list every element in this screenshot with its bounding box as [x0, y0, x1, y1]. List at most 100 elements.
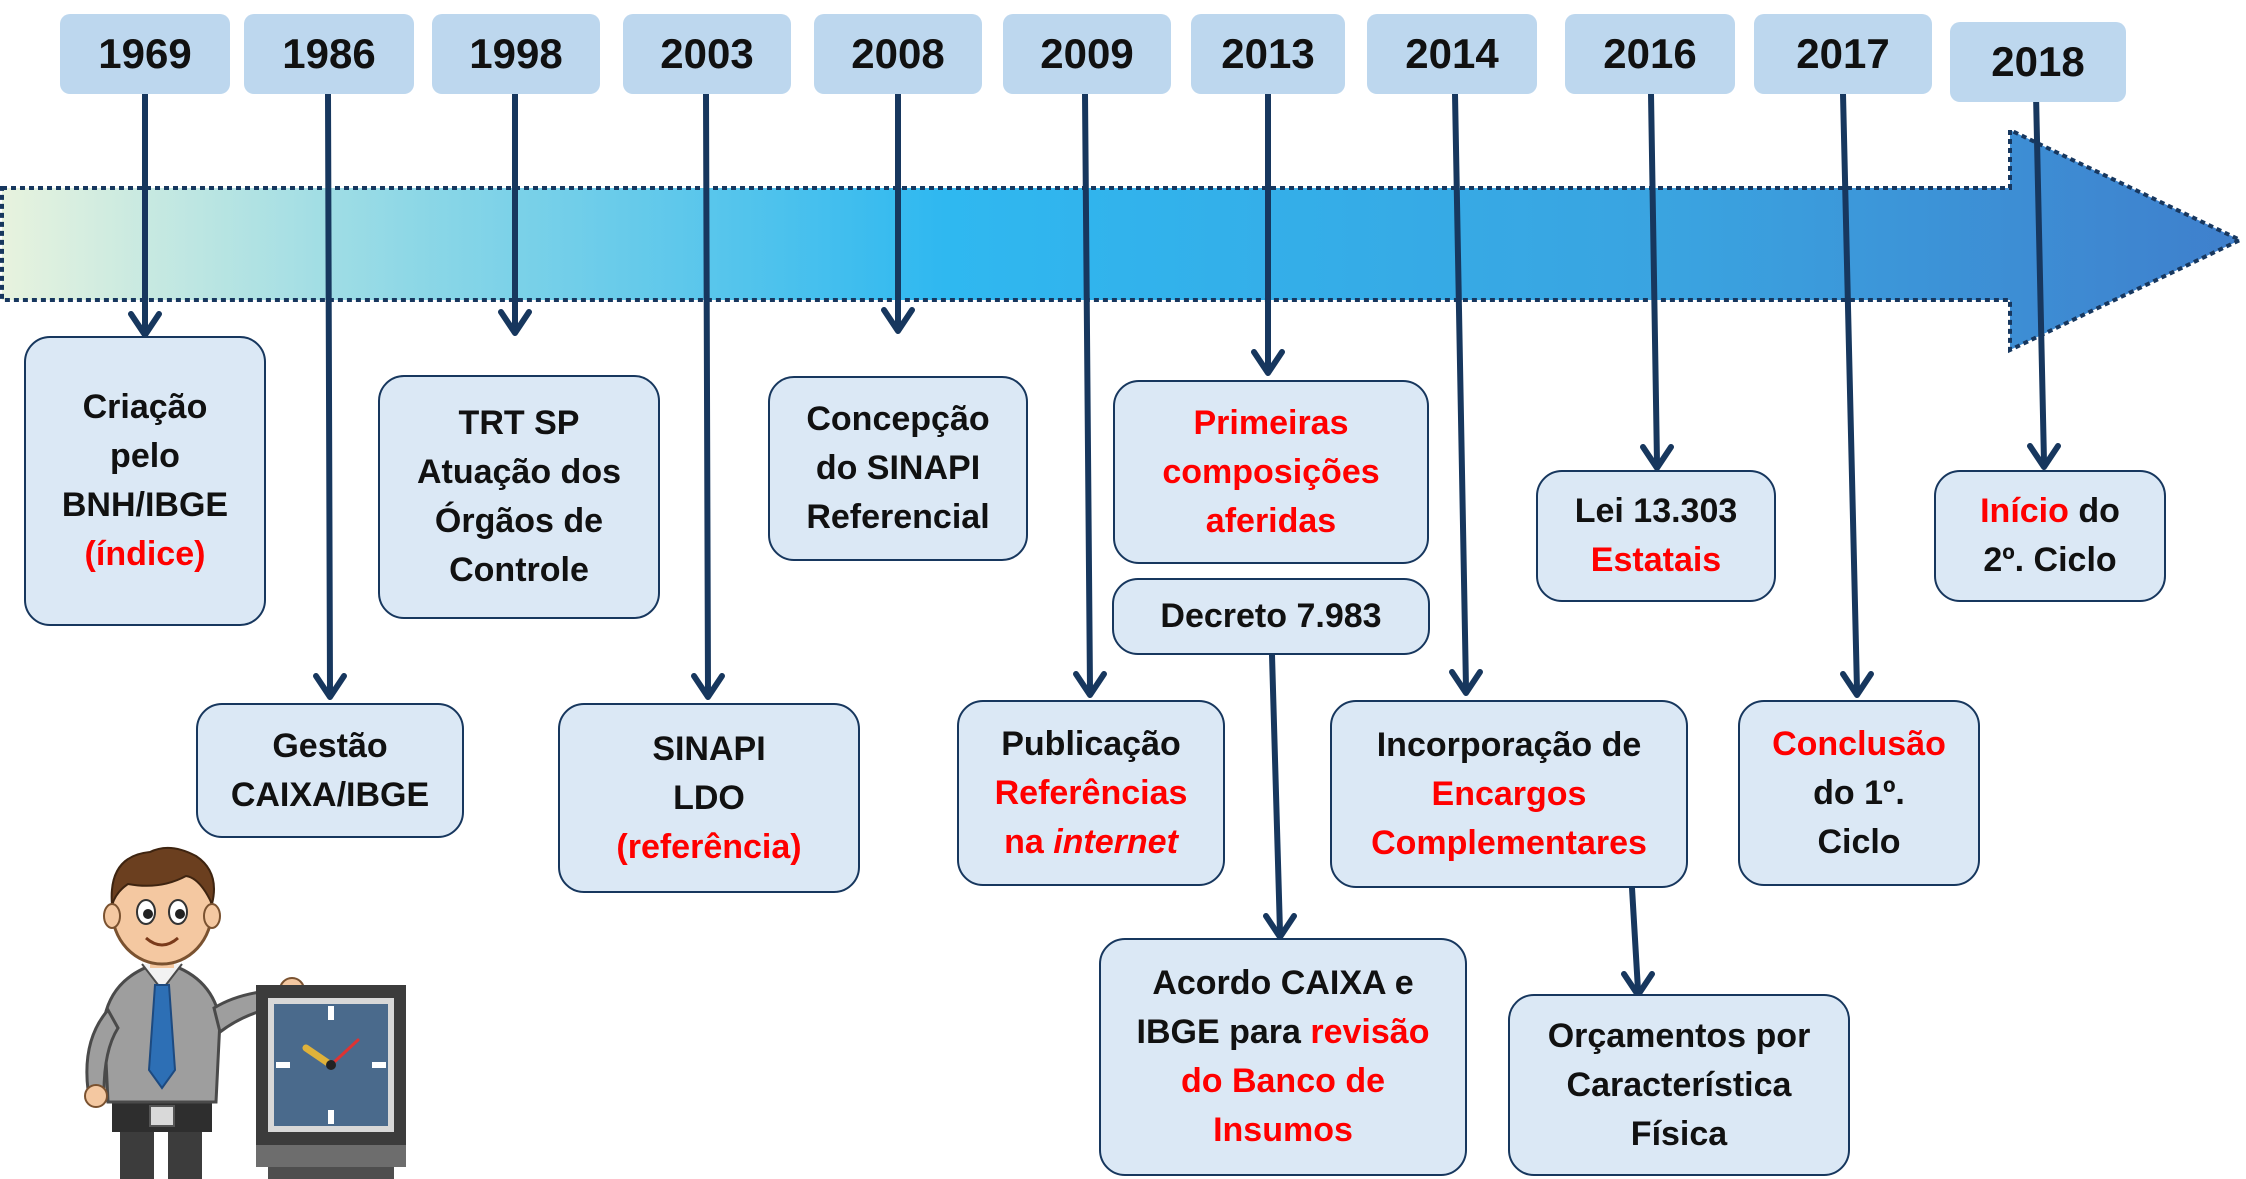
- event-text-segment: SINAPI: [652, 729, 766, 768]
- event-text-segment: Órgãos de: [434, 502, 604, 540]
- event-text-segment: Física: [1630, 1114, 1728, 1153]
- event-text-segment: pelo: [110, 437, 180, 475]
- event-text-segment: Controle: [449, 551, 589, 589]
- event-text-segment: aferidas: [1205, 501, 1337, 540]
- event-text-segment: Gestão: [272, 726, 388, 765]
- event-text-segment: Orçamentos por: [1547, 1016, 1811, 1055]
- event-2013-decreto-box: Decreto 7.983: [1112, 578, 1430, 655]
- event-text-segment: Encargos: [1431, 774, 1587, 813]
- event-line: Física: [1631, 1110, 1727, 1159]
- event-line: Referências: [995, 769, 1188, 818]
- event-text-segment: IBGE para: [1136, 1013, 1311, 1051]
- event-text-segment: Conclusão: [1772, 724, 1946, 763]
- event-2018-box: Início do 2º. Ciclo: [1934, 470, 2166, 602]
- event-line: BNH/IBGE: [62, 481, 228, 530]
- event-text-segment: Complementares: [1371, 823, 1647, 862]
- event-line: Acordo CAIXA e: [1152, 959, 1413, 1008]
- event-text-segment: do Banco de: [1180, 1062, 1386, 1100]
- year-label-2008: 2008: [814, 14, 982, 94]
- event-text-segment: Decreto 7.983: [1160, 597, 1382, 635]
- event-line: Primeiras: [1194, 399, 1349, 448]
- event-line: SINAPI: [652, 725, 765, 774]
- event-2008-box: Concepção do SINAPI Referencial: [768, 376, 1028, 561]
- event-line: Insumos: [1213, 1106, 1353, 1155]
- year-label-1998: 1998: [432, 14, 600, 94]
- event-2013-primeiras-box: Primeiras composições aferidas: [1113, 380, 1429, 564]
- year-label-2016: 2016: [1565, 14, 1735, 94]
- event-line: (índice): [85, 530, 206, 579]
- event-text-segment: LDO: [673, 778, 745, 817]
- event-text-segment: 2º. Ciclo: [1983, 541, 2117, 579]
- event-line: Atuação dos: [417, 448, 621, 497]
- event-line: Referencial: [806, 493, 989, 542]
- event-text-segment: Referências: [994, 773, 1188, 812]
- event-line: Decreto 7.983: [1160, 592, 1381, 641]
- event-line: pelo: [110, 432, 180, 481]
- event-line: Órgãos de: [435, 497, 603, 546]
- event-text-segment: do 1º.: [1813, 773, 1905, 812]
- event-text-segment: BNH/IBGE: [61, 486, 229, 524]
- event-text-segment: revisão: [1310, 1013, 1430, 1051]
- event-line: 2º. Ciclo: [1983, 536, 2116, 585]
- event-line: Incorporação de: [1377, 721, 1642, 770]
- event-text-segment: Lei 13.303: [1574, 492, 1738, 530]
- year-label-2017: 2017: [1754, 14, 1932, 94]
- event-line: Orçamentos por: [1548, 1012, 1811, 1061]
- event-text-segment: (referência): [616, 827, 802, 866]
- event-line: LDO: [673, 774, 745, 823]
- event-line: (referência): [616, 823, 801, 872]
- event-text-segment: na: [1004, 822, 1054, 861]
- event-line: Concepção: [806, 395, 989, 444]
- event-2017-box: Conclusão do 1º. Ciclo: [1738, 700, 1980, 886]
- event-text-segment: Referencial: [806, 498, 990, 536]
- event-text-segment: Insumos: [1213, 1111, 1353, 1149]
- event-text-segment: Característica: [1566, 1065, 1792, 1104]
- event-text-segment: Primeiras: [1193, 403, 1349, 442]
- event-line: Estatais: [1591, 536, 1721, 585]
- year-label-1969: 1969: [60, 14, 230, 94]
- event-line: do 1º.: [1813, 769, 1905, 818]
- year-label-2013: 2013: [1191, 14, 1345, 94]
- event-text-segment: Atuação dos: [416, 453, 622, 491]
- event-text-segment: do: [2068, 492, 2120, 530]
- event-line: IBGE para revisão: [1137, 1008, 1430, 1057]
- event-2003-box: SINAPI LDO (referência): [558, 703, 860, 893]
- year-label-1986: 1986: [244, 14, 414, 94]
- year-label-2003: 2003: [623, 14, 791, 94]
- event-line: Gestão: [272, 722, 387, 771]
- event-line: Lei 13.303: [1575, 487, 1738, 536]
- event-text-segment: internet: [1053, 822, 1178, 861]
- event-line: do Banco de: [1181, 1057, 1385, 1106]
- year-label-2018: 2018: [1950, 22, 2126, 102]
- event-text-segment: (índice): [84, 535, 206, 573]
- event-text-segment: composições: [1162, 452, 1380, 491]
- event-line: TRT SP: [459, 399, 580, 448]
- event-line: Característica: [1567, 1061, 1792, 1110]
- event-line: Ciclo: [1817, 818, 1900, 867]
- event-text-segment: do SINAPI: [815, 449, 981, 487]
- event-text-segment: Criação: [82, 388, 208, 426]
- event-line: Conclusão: [1772, 720, 1946, 769]
- event-line: Criação: [83, 383, 208, 432]
- year-label-2014: 2014: [1367, 14, 1537, 94]
- event-text-segment: Incorporação de: [1376, 725, 1642, 764]
- event-line: na internet: [1004, 818, 1178, 867]
- event-text-segment: Estatais: [1590, 541, 1722, 579]
- event-line: aferidas: [1206, 497, 1336, 546]
- event-line: Complementares: [1371, 819, 1647, 868]
- event-text-segment: TRT SP: [458, 404, 580, 442]
- event-text-segment: Ciclo: [1817, 822, 1901, 861]
- event-line: Publicação: [1001, 720, 1181, 769]
- event-line: Início do: [1980, 487, 2120, 536]
- event-line: CAIXA/IBGE: [231, 771, 429, 820]
- event-line: Encargos: [1432, 770, 1587, 819]
